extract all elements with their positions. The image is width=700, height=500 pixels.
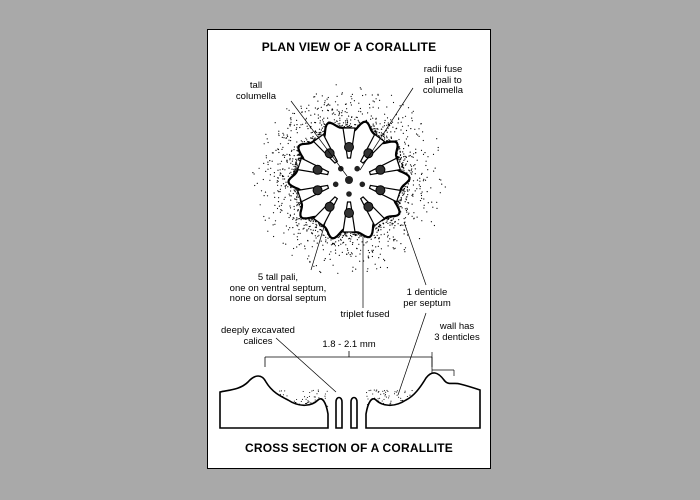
cross-section <box>219 372 481 429</box>
label-five-tall-pali: 5 tall pali, one on ventral septum, none… <box>229 272 327 304</box>
label-one-denticle: 1 denticle per septum <box>403 287 451 309</box>
title-cross-section: CROSS SECTION OF A CORALLITE <box>244 441 454 455</box>
label-deeply-excavated: deeply excavated calices <box>221 325 295 347</box>
corallite-illustration <box>219 84 481 429</box>
columella <box>345 176 353 184</box>
leader-radii-fuse <box>359 87 414 171</box>
diagram-card: PLAN VIEW OF A CORALLITE tall columella … <box>207 29 491 469</box>
cross-section-body <box>219 372 481 429</box>
label-tall-columella: tall columella <box>235 80 277 102</box>
measurement-bracket <box>264 351 433 367</box>
leader-tall-columella <box>290 100 348 177</box>
title-plan-view: PLAN VIEW OF A CORALLITE <box>261 40 437 54</box>
label-radii-fuse: radii fuse all pali to columella <box>422 64 464 96</box>
pali <box>312 142 386 218</box>
leader-denticle <box>403 221 427 286</box>
plan-view <box>287 120 411 240</box>
leader-cs-denticle <box>397 312 427 396</box>
label-wall-denticles: wall has 3 denticles <box>434 321 480 343</box>
label-measurement: 1.8 - 2.1 mm <box>322 339 376 350</box>
leader-excavated <box>275 337 337 393</box>
label-triplet-fused: triplet fused <box>340 309 390 320</box>
leader-five-pali <box>310 219 327 271</box>
